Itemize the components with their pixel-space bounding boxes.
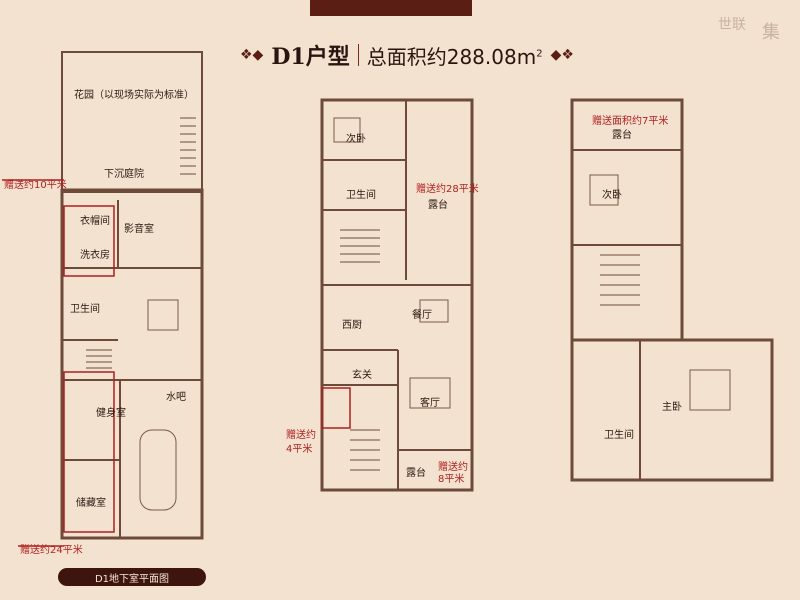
theater-label: 影音室 (124, 224, 154, 235)
foyer-label: 玄关 (352, 370, 372, 381)
ff-bedroom-label: 次卧 (346, 134, 366, 145)
title-divider (357, 44, 359, 66)
ff-terrace-label: 露台 (428, 200, 448, 211)
top-banner-bar (310, 0, 472, 16)
right-ornament-icon: ◆❖ (550, 47, 574, 63)
ff-bonus-4-line2: 4平米 (286, 444, 313, 455)
sf-wc-label: 卫生间 (604, 430, 634, 441)
garden-outline (61, 51, 203, 193)
living-label: 客厅 (420, 398, 440, 409)
watermark-right: 集 (762, 22, 780, 43)
plan-title: ❖◆ D1户型 总面积约288.08m2 ◆❖ (240, 38, 574, 72)
laundry-label: 洗衣房 (80, 250, 110, 261)
left-ornament-icon: ❖◆ (240, 47, 264, 63)
sf-terrace-label: 露台 (612, 130, 632, 141)
sf-bonus-7-label: 赠送面积约7平米 (592, 116, 669, 127)
sunken-court-label: 下沉庭院 (104, 169, 144, 180)
garden-label: 花园（以现场实际为标准） (74, 90, 194, 101)
closet-label: 衣帽间 (80, 216, 110, 227)
bonus-area-24-outline (63, 371, 115, 533)
ff-wc-label: 卫生间 (346, 190, 376, 201)
bonus-10-label: 赠送约10平米 (4, 180, 67, 191)
ff-bonus-28-label: 赠送约28平米 (416, 184, 479, 195)
front-terrace-label: 露台 (406, 468, 426, 479)
dining-label: 餐厅 (412, 310, 432, 321)
master-wing-outline (570, 338, 774, 482)
watermark-left: 世联 (718, 17, 746, 33)
ff-bonus-8-line2: 8平米 (438, 474, 465, 485)
kitchen-label: 西厨 (342, 320, 362, 331)
total-area-label: 总面积约288.08m2 (366, 44, 543, 69)
bar-label: 水吧 (166, 392, 186, 403)
ff-bonus-8-line1: 赠送约 (438, 462, 468, 473)
storage-label: 储藏室 (76, 498, 106, 509)
basement-caption: D1地下室平面图 (58, 568, 206, 586)
basement-outline (60, 188, 204, 540)
bonus-24-label: 赠送约24平米 (20, 545, 83, 556)
bonus-area-4-outline (321, 387, 351, 429)
gym-label: 健身室 (96, 408, 126, 419)
ff-bonus-4-line1: 赠送约 (286, 430, 316, 441)
basement-wc-label: 卫生间 (70, 304, 100, 315)
unit-type-label: D1户型 (271, 44, 350, 70)
master-bedroom-label: 主卧 (662, 402, 682, 413)
bonus-area-10-outline (63, 205, 115, 277)
sf-bedroom-label: 次卧 (602, 190, 622, 201)
